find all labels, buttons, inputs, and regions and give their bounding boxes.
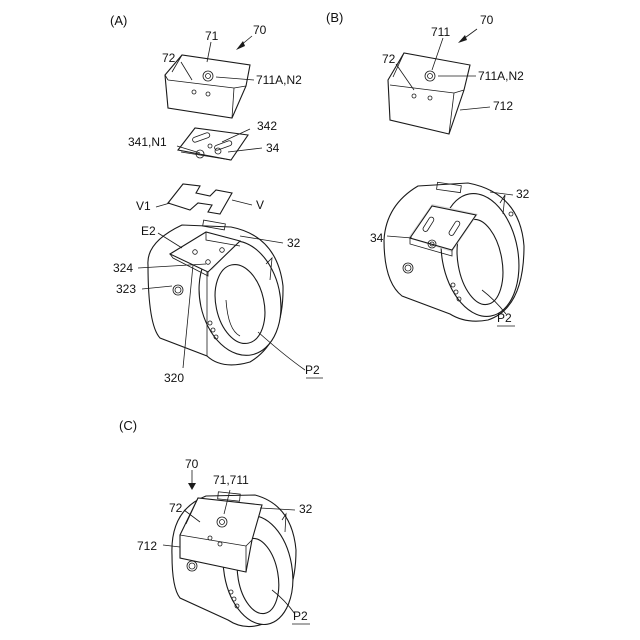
- reference-arrow-70-a: [236, 36, 252, 50]
- label-323-a: 323: [116, 282, 136, 296]
- label-70-b: 70: [480, 13, 494, 27]
- label-711a-n2-a: 711A,N2: [256, 73, 302, 87]
- reference-arrow-70-c: [188, 470, 196, 490]
- label-v1-a: V1: [136, 199, 151, 213]
- panel-c-title: (C): [119, 418, 137, 433]
- label-72-a: 72: [162, 51, 176, 65]
- cylinder-32-a: [148, 220, 291, 365]
- panel-b: (B): [326, 10, 530, 326]
- label-v-a: V: [256, 198, 264, 212]
- label-32-c: 32: [299, 502, 313, 516]
- label-712-b: 712: [493, 99, 513, 113]
- label-32-b: 32: [516, 187, 530, 201]
- label-711-b: 711: [431, 25, 450, 39]
- label-320-a: 320: [164, 371, 184, 385]
- label-341-n1-a: 341,N1: [128, 135, 167, 149]
- label-342-a: 342: [257, 119, 277, 133]
- label-71-a: 71: [205, 29, 219, 43]
- label-324-a: 324: [113, 261, 133, 275]
- reference-arrow-70-b: [458, 29, 477, 43]
- panel-a: (A): [110, 13, 323, 385]
- label-72-c: 72: [169, 501, 183, 515]
- panel-a-title: (A): [110, 13, 127, 28]
- plate-34-a: [178, 128, 248, 160]
- label-p2-a: P2: [305, 363, 320, 377]
- label-70-c: 70: [185, 457, 199, 471]
- label-p2-c: P2: [293, 609, 308, 623]
- label-70-a: 70: [253, 23, 267, 37]
- label-34-a: 34: [266, 141, 280, 155]
- cylinder-32-b: [384, 182, 528, 322]
- label-711a-n2-b: 711A,N2: [478, 69, 524, 83]
- block-71-b: [388, 53, 470, 134]
- label-712-c: 712: [137, 539, 157, 553]
- label-34-b: 34: [370, 231, 384, 245]
- spring-v-a: [168, 184, 232, 214]
- panel-b-title: (B): [326, 10, 343, 25]
- block-71-a: [165, 55, 250, 118]
- label-32-a: 32: [287, 236, 301, 250]
- label-e2-a: E2: [141, 224, 156, 238]
- label-72-b: 72: [382, 52, 396, 66]
- panel-c: (C): [119, 418, 313, 630]
- label-71-711-c: 71,711: [213, 473, 249, 487]
- label-p2-b: P2: [497, 311, 512, 325]
